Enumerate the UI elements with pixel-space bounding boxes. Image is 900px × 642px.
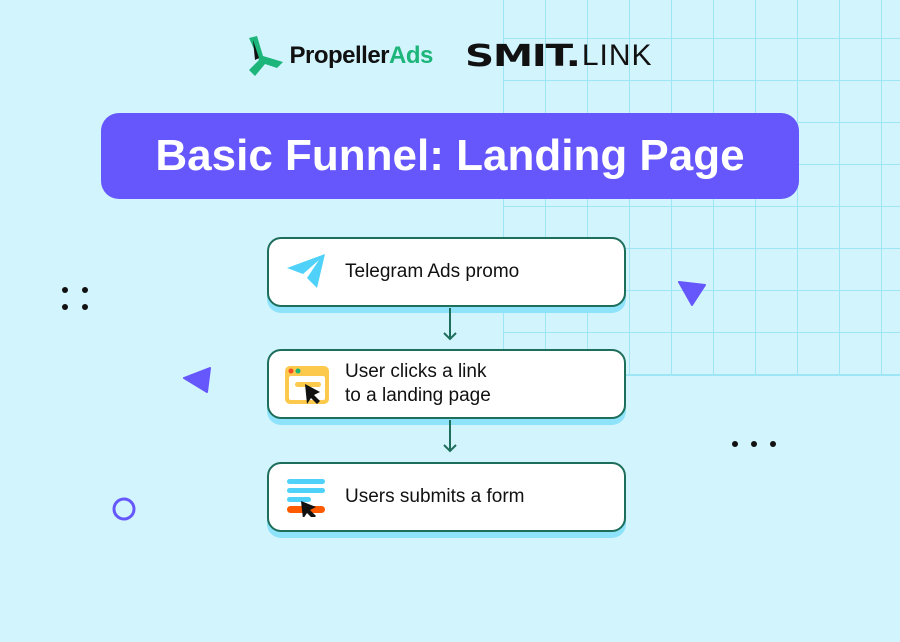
funnel-step-form: Users submits a form [267, 462, 626, 532]
triangle-decoration-icon [183, 367, 211, 393]
triangle-decoration-icon [678, 281, 706, 306]
step-label: User clicks a link to a landing page [345, 360, 491, 408]
funnel-step-telegram: Telegram Ads promo [267, 237, 626, 307]
propellerads-logo: PropellerAds [247, 36, 433, 76]
logo-text: LINK [581, 39, 653, 72]
step-label-line: User clicks a link [345, 361, 487, 382]
logo-bar: PropellerAds SMIT. LINK [0, 36, 900, 76]
form-click-icon [287, 479, 325, 517]
logo-text: Propeller [289, 42, 390, 69]
circle-decoration-icon [112, 497, 136, 521]
dot-decoration [732, 441, 738, 447]
step-label-line: to a landing page [345, 385, 491, 406]
browser-click-icon [285, 366, 329, 404]
arrow-down-icon [443, 308, 457, 341]
funnel-step-landing: User clicks a link to a landing page [267, 349, 626, 419]
page-title: Basic Funnel: Landing Page [101, 113, 799, 199]
dot-decoration [82, 287, 88, 293]
dot-decoration [751, 441, 757, 447]
dot-decoration [62, 287, 68, 293]
propeller-icon [249, 36, 284, 76]
telegram-icon [287, 254, 325, 288]
step-label: Users submits a form [345, 486, 525, 507]
dot-decoration [82, 304, 88, 310]
smitlink-logo: SMIT. LINK [465, 39, 653, 74]
step-label: Telegram Ads promo [345, 261, 520, 282]
dot-decoration [770, 441, 776, 447]
dot-decoration [62, 304, 68, 310]
arrow-down-icon [443, 420, 457, 453]
logo-text-accent: Ads [389, 42, 433, 69]
logo-text: SMIT. [464, 38, 581, 74]
